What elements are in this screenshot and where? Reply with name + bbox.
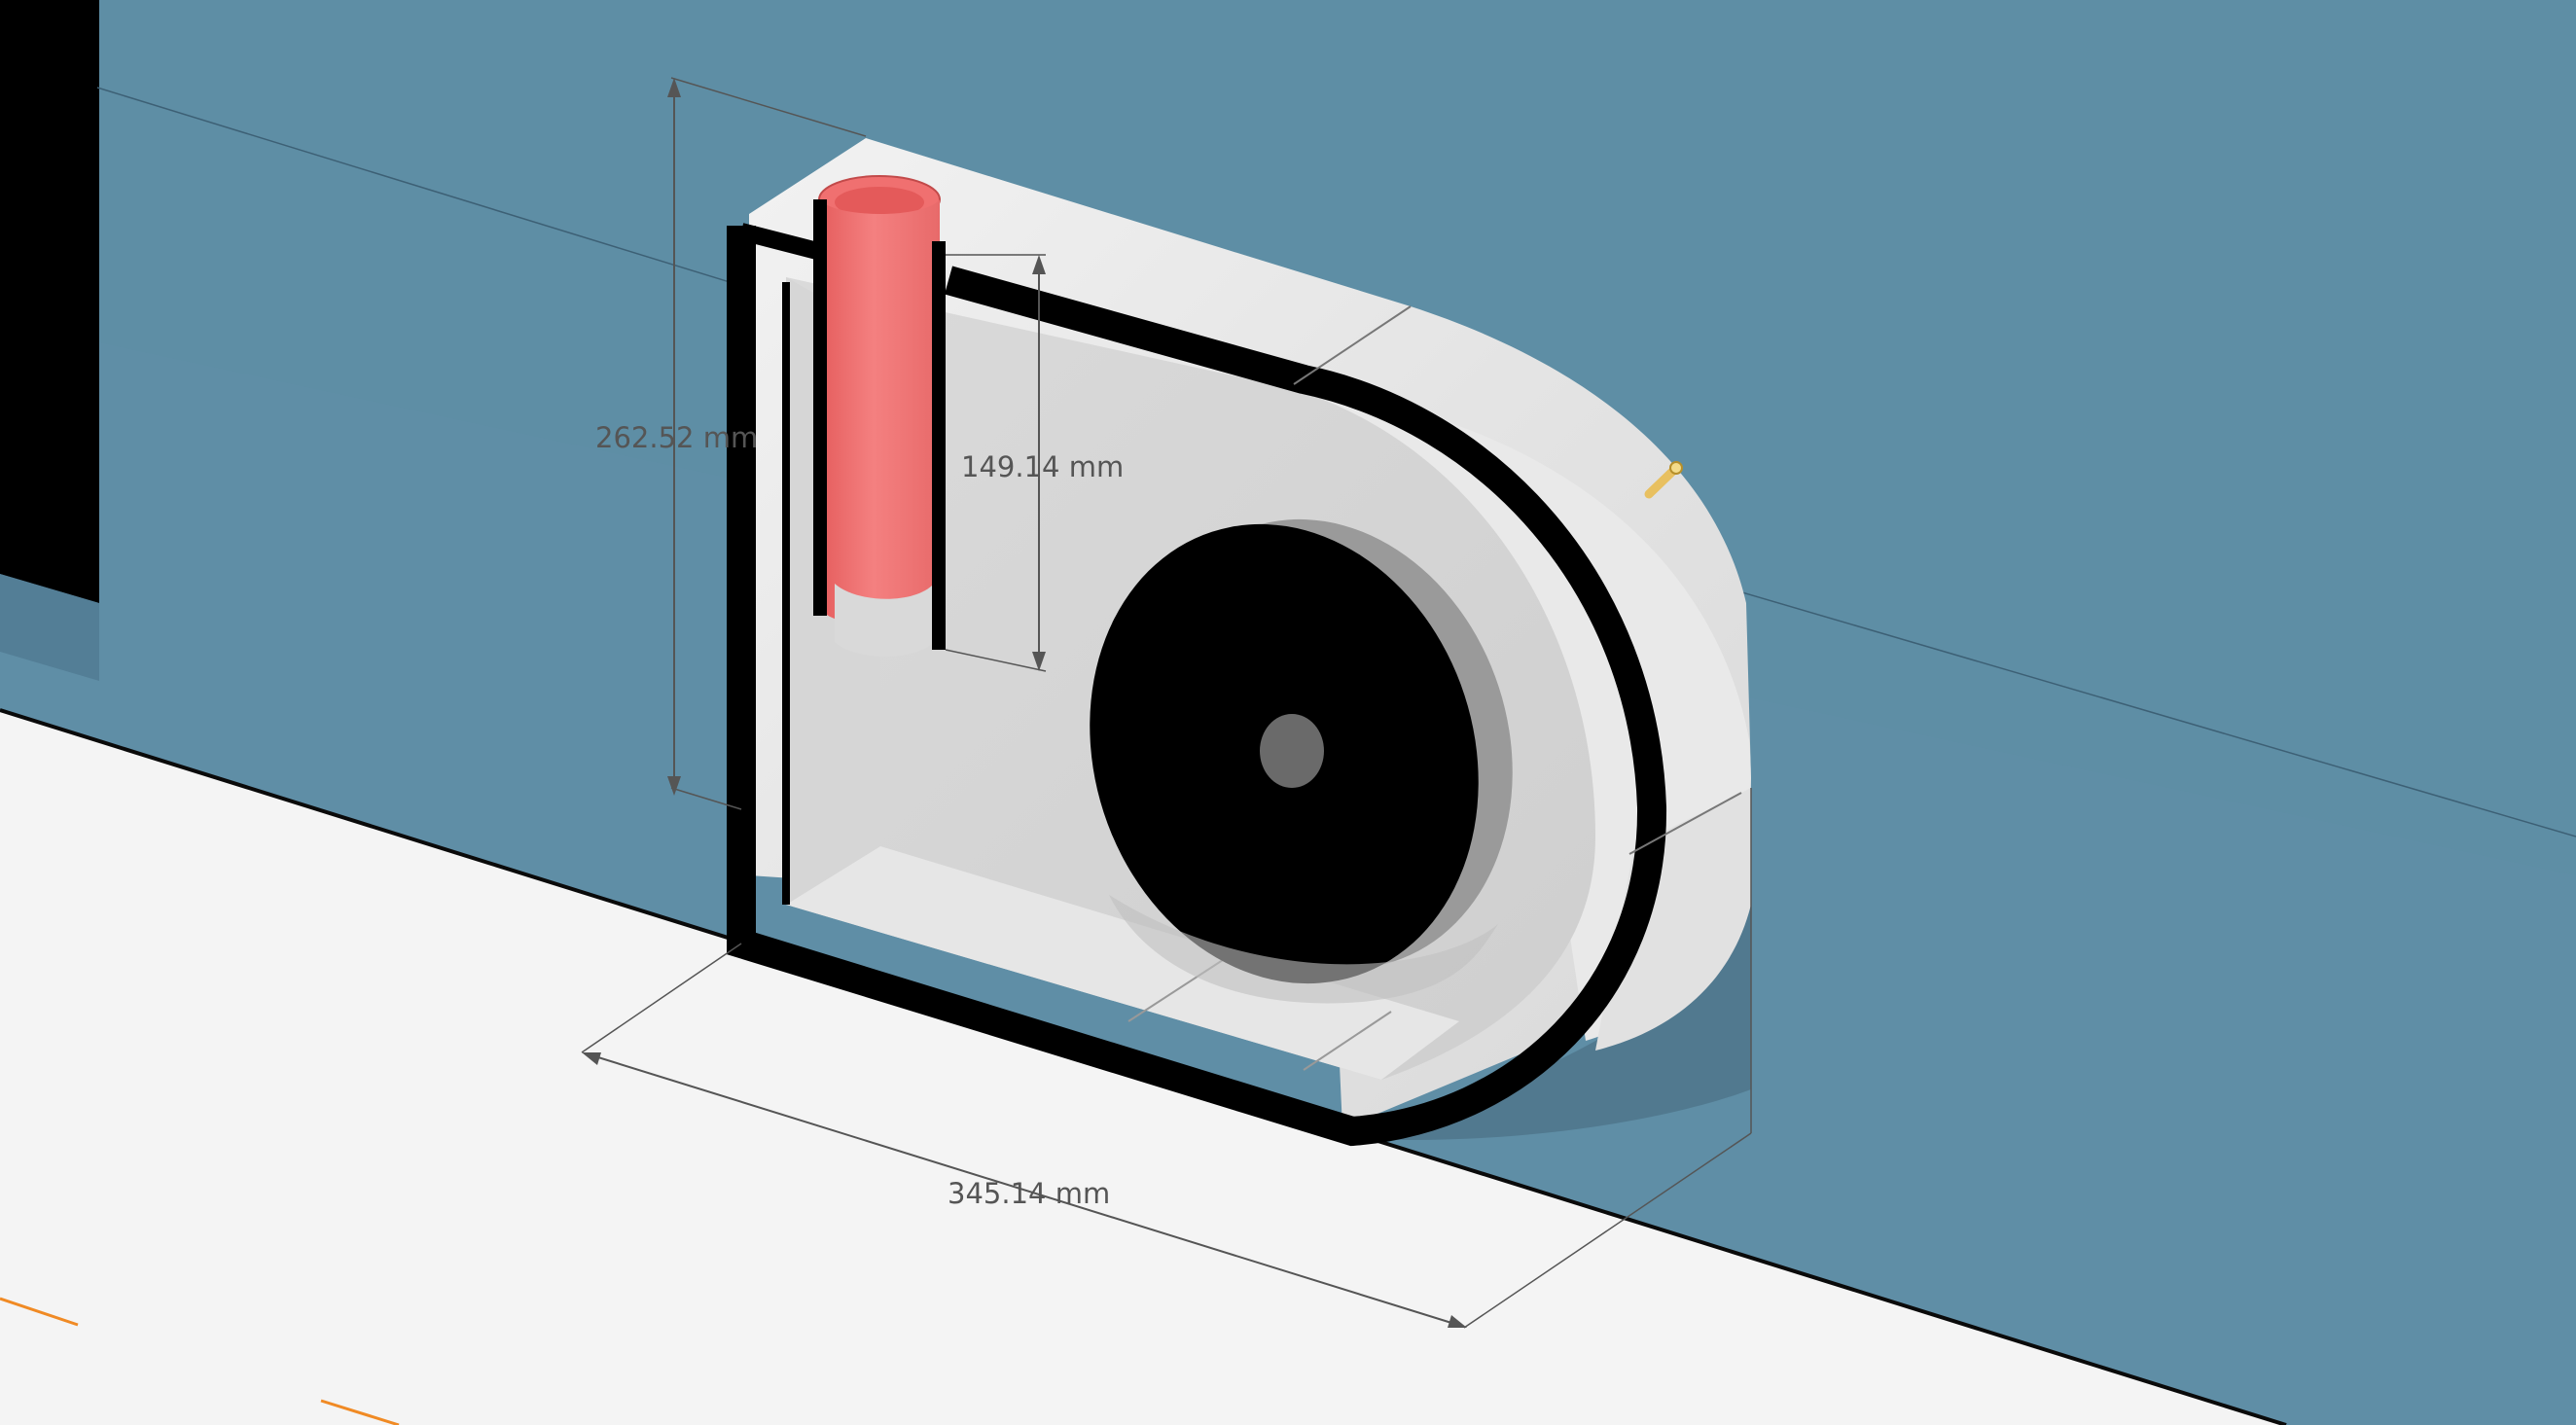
extension-line: [581, 943, 742, 1053]
outlet-pipe[interactable]: [813, 175, 946, 657]
pipe-wall-left: [813, 199, 827, 616]
dimension-pipe-length-label: 149.14 mm: [961, 450, 1124, 483]
arrow-head: [1032, 652, 1046, 671]
dimension-width-label: 345.14 mm: [948, 1177, 1110, 1210]
part-shadow: [1342, 875, 1751, 1140]
pipe-top-opening: [835, 187, 924, 218]
grid-accent-line: [320, 1399, 400, 1425]
arrow-head: [667, 776, 681, 796]
extension-line: [1463, 1132, 1752, 1329]
impeller-hub: [1260, 714, 1324, 788]
edge-line: [1303, 1011, 1392, 1071]
dimension-width[interactable]: 345.14 mm: [581, 788, 1752, 1329]
housing-section-top: [738, 223, 820, 260]
housing-lower-face: [1595, 788, 1751, 1051]
pipe-inner-lower: [835, 584, 934, 657]
dimension-height[interactable]: 262.52 mm: [595, 77, 867, 810]
pipe-wall-right: [932, 241, 946, 650]
extension-line: [670, 77, 867, 137]
inner-cavity-floor: [786, 846, 1459, 1080]
arrow-head: [1032, 255, 1046, 274]
edge-line: [1628, 792, 1742, 855]
side-panel: [0, 0, 99, 603]
impeller-shadow: [1109, 895, 1498, 1004]
construction-line: [1711, 583, 2576, 837]
extension-line: [945, 649, 1047, 672]
extension-line: [670, 787, 742, 810]
arrow-head: [1448, 1315, 1467, 1328]
dimension-line: [585, 1052, 1465, 1328]
arrow-head: [667, 78, 681, 97]
pin-marker-icon[interactable]: [1644, 461, 1683, 499]
pipe-body: [819, 199, 940, 626]
arrow-head: [582, 1052, 601, 1065]
side-panel-shadow: [0, 574, 99, 681]
housing-section-outline: [727, 226, 1667, 1147]
grid-accent-line: [0, 1297, 79, 1327]
dimension-height-label: 262.52 mm: [595, 421, 758, 454]
dimension-pipe-length[interactable]: 149.14 mm: [945, 254, 1124, 672]
edge-line: [1293, 305, 1412, 385]
